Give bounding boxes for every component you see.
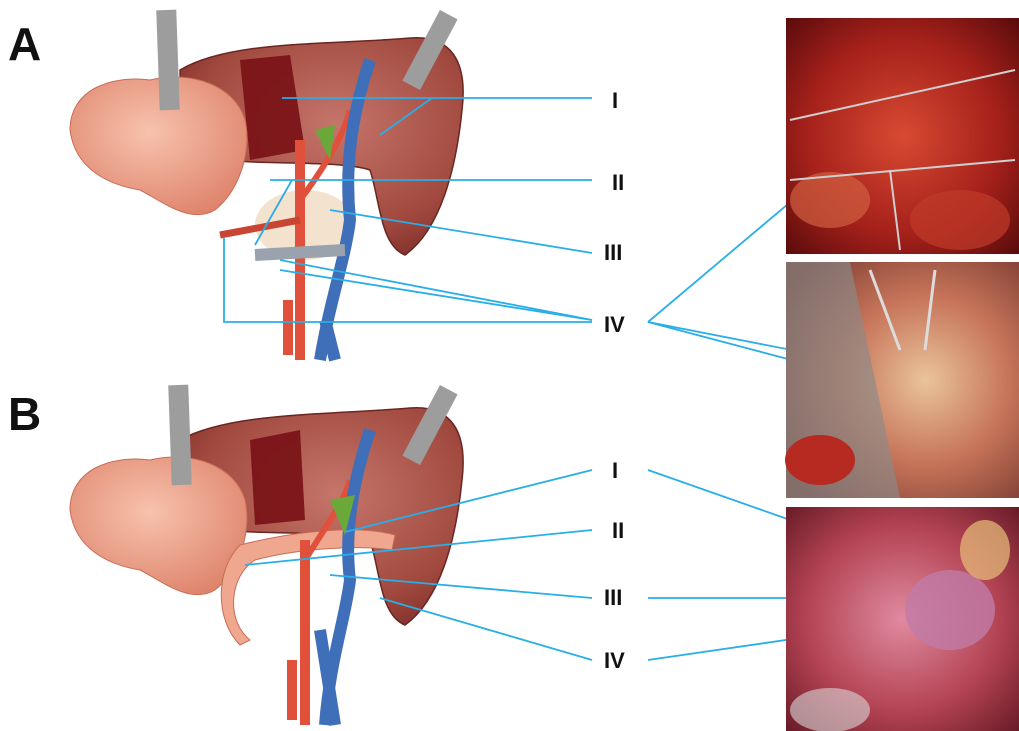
label-a-2: II [612,170,624,195]
retractor-icon [156,10,179,111]
leader-b-3 [330,575,592,598]
label-b-2: II [612,518,624,543]
label-a-4: IV [604,312,625,337]
portal-vein-a [255,250,345,255]
labels-a: I II III IV [604,88,625,337]
label-a-3: III [604,240,622,265]
caudate-lobe-b [250,430,305,525]
surgical-photo [786,507,1019,731]
leader-b-4 [380,598,592,660]
surgical-photo [785,262,1019,498]
liver-illustration-a [70,10,463,360]
surgical-photo [786,18,1019,254]
label-b-3: III [604,585,622,610]
labels-b: I II III IV [604,458,625,673]
label-b-1: I [612,458,618,483]
retractor-icon [168,385,191,486]
photos [785,18,1019,731]
aorta-b [292,540,305,725]
panel-b-letter: B [8,388,41,440]
panel-a-letter: A [8,18,41,70]
label-a-1: I [612,88,618,113]
stomach-b [70,457,247,595]
liver-illustration-b [70,385,463,725]
leader-a-3 [330,210,592,253]
stomach-a [70,77,247,215]
label-b-4: IV [604,648,625,673]
